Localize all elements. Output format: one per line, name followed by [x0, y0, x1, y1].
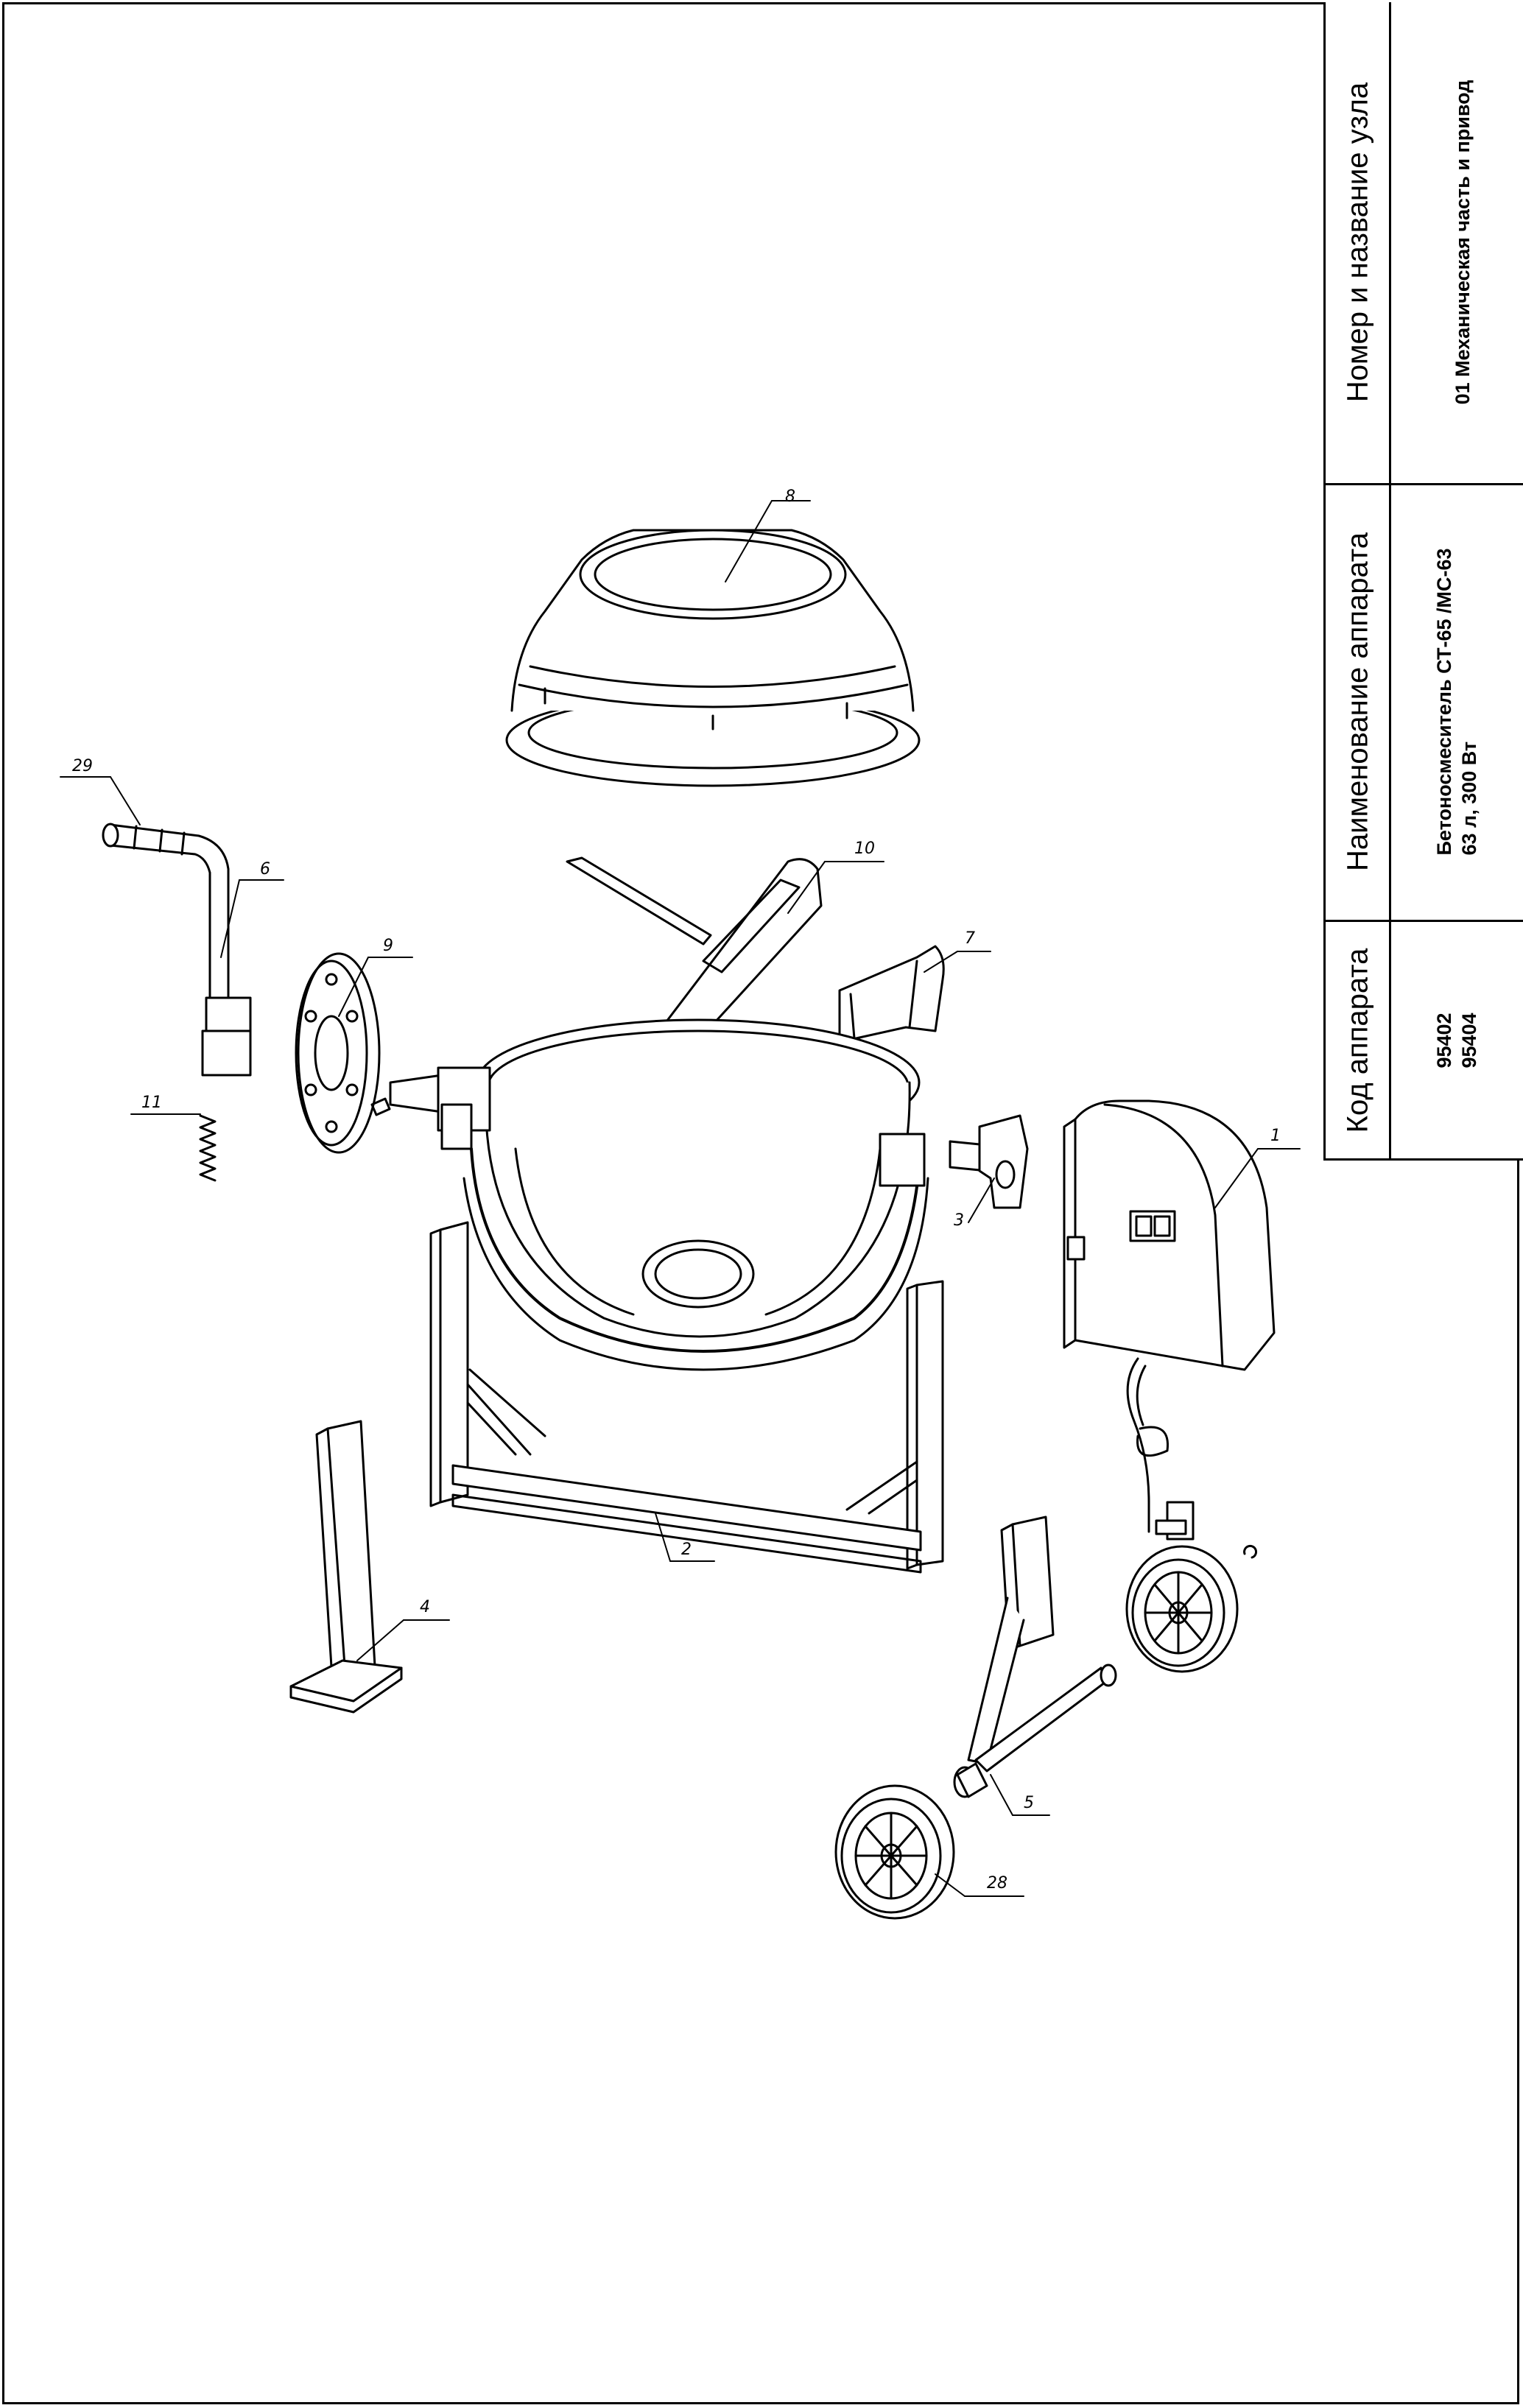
callout-label-5: 5	[1024, 1794, 1034, 1812]
part-wheel-leg	[953, 1515, 1117, 1798]
part-handle	[102, 823, 252, 1077]
callout-label-4: 4	[420, 1598, 430, 1616]
part-wheel-left	[834, 1784, 955, 1920]
title-block-row-divider-2	[1326, 920, 1523, 922]
name-header: Наименование аппарата	[1341, 532, 1374, 871]
part-bracket	[978, 1114, 1029, 1209]
code-value-2: 95404	[1458, 1013, 1480, 1069]
part-main-frame	[429, 1221, 944, 1574]
part-motor-housing	[1063, 1099, 1276, 1541]
part-leg	[289, 1420, 403, 1714]
title-block: Код аппарата 95402 95404 Наименование ап…	[1323, 2, 1523, 1161]
part-gear-cover	[838, 945, 945, 1043]
name-value-2: 63 л, 300 Вт	[1458, 741, 1480, 856]
callout-leaders	[60, 500, 1301, 1897]
unit-header: Номер и название узла	[1341, 82, 1374, 403]
unit-value: 01 Механическая часть и привод	[1452, 80, 1474, 405]
callout-label-2: 2	[681, 1541, 692, 1559]
name-value-1: Бетоносмеситель СТ-65 /МС-63	[1433, 548, 1455, 856]
part-drum-bowl	[389, 1018, 988, 1371]
callout-label-10: 10	[854, 839, 875, 858]
code-values: 95402 95404	[1432, 1013, 1482, 1068]
title-block-row-divider-1	[1326, 483, 1523, 485]
part-wheel-right	[1125, 1544, 1257, 1673]
callout-label-29: 29	[72, 757, 93, 775]
part-flange-disc	[295, 952, 391, 1154]
code-value-1: 95402	[1433, 1013, 1455, 1069]
name-values: Бетоносмеситель СТ-65 /МС-63 63 л, 300 В…	[1432, 549, 1482, 856]
callout-label-28: 28	[987, 1874, 1007, 1893]
title-block-column-divider	[1389, 2, 1391, 1158]
callout-label-7: 7	[965, 929, 975, 948]
part-spring	[199, 1114, 217, 1182]
callout-label-9: 9	[383, 937, 393, 955]
code-header: Код аппарата	[1341, 948, 1374, 1133]
callout-label-6: 6	[260, 860, 270, 879]
callout-label-8: 8	[785, 487, 795, 506]
callout-label-3: 3	[954, 1211, 964, 1230]
part-drum-cone	[505, 529, 921, 787]
callout-label-1: 1	[1270, 1127, 1281, 1145]
callout-label-11: 11	[141, 1094, 162, 1112]
